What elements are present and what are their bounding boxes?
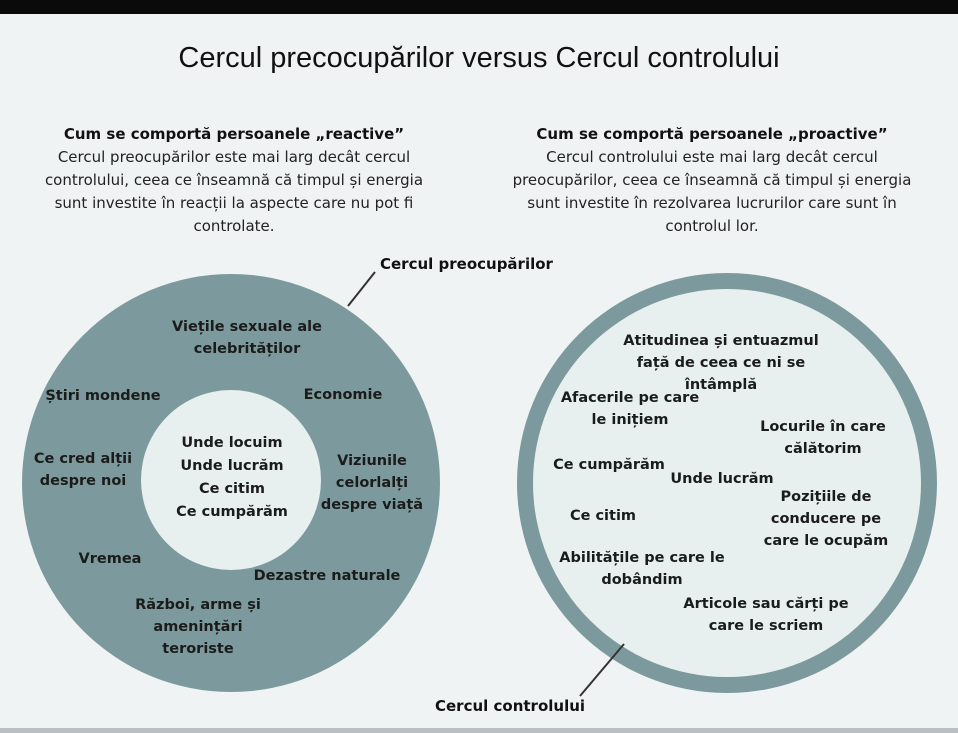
control-item-businesses: Afacerile pe care le inițiem bbox=[560, 390, 700, 428]
control-callout-line bbox=[579, 643, 625, 697]
control-circle-callout: Cercul controlului bbox=[435, 697, 586, 715]
proactive-text: Cercul controlului este mai larg decât c… bbox=[512, 148, 912, 235]
control-item-buying: Ce cumpărăm bbox=[553, 457, 665, 473]
concern-callout-line bbox=[347, 271, 376, 307]
proactive-description: Cum se comportă persoanele „proactive” C… bbox=[505, 123, 919, 238]
control-item-reading: Ce citim bbox=[569, 508, 637, 524]
inner-item-living: Unde locuim bbox=[181, 435, 283, 451]
control-item-leadership: Pozițiile de conducere pe care le ocupăm bbox=[763, 489, 889, 549]
reactive-heading: Cum se comportă persoanele „reactive” bbox=[63, 125, 405, 143]
concern-item-news: Știri mondene bbox=[45, 388, 161, 404]
control-item-skills: Abilitățile pe care le dobândim bbox=[559, 550, 725, 588]
top-bar bbox=[0, 0, 958, 14]
control-item-attitude: Atitudinea și entuazmul față de ceea ce … bbox=[623, 333, 819, 393]
concern-inner-circle bbox=[141, 390, 321, 570]
control-inner-circle bbox=[533, 289, 921, 677]
control-item-places: Locurile în care călătorim bbox=[760, 419, 886, 457]
concern-circle-callout: Cercul preocupărilor bbox=[380, 255, 553, 273]
bottom-border bbox=[0, 728, 958, 733]
concern-item-others-views: Viziunile celorlalți despre viață bbox=[320, 453, 424, 513]
concern-item-economy: Economie bbox=[303, 387, 383, 403]
page-title: Cercul precocupărilor versus Cercul cont… bbox=[178, 42, 780, 74]
inner-item-working: Unde lucrăm bbox=[180, 458, 284, 474]
proactive-heading: Cum se comportă persoanele „proactive” bbox=[536, 125, 888, 143]
concern-item-war: Război, arme și amenințări teroriste bbox=[135, 597, 261, 657]
inner-item-reading: Ce citim bbox=[198, 481, 266, 497]
control-item-working: Unde lucrăm bbox=[670, 471, 774, 487]
control-item-articles: Articole sau cărți pe care le scriem bbox=[683, 596, 849, 634]
inner-item-buying: Ce cumpărăm bbox=[176, 504, 288, 520]
concern-item-disasters: Dezastre naturale bbox=[253, 568, 401, 584]
concern-item-weather: Vremea bbox=[78, 551, 142, 567]
reactive-description: Cum se comportă persoanele „reactive” Ce… bbox=[28, 123, 440, 238]
reactive-text: Cercul preocupărilor este mai larg decât… bbox=[44, 148, 424, 235]
concern-item-others-opinion: Ce cred alții despre noi bbox=[33, 451, 133, 489]
concern-item-celebrities: Viețile sexuale ale celebrităților bbox=[172, 319, 322, 357]
